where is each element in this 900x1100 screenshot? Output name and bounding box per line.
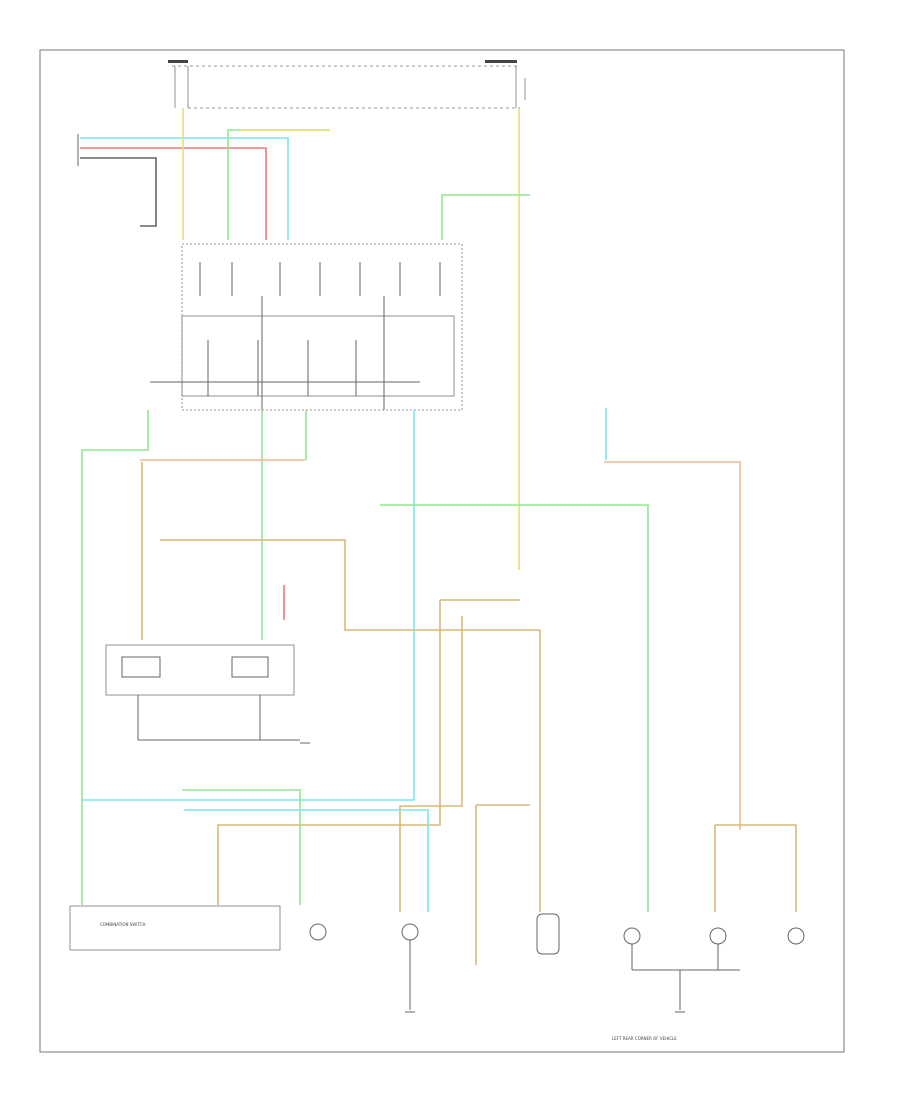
- combination-switch-label: COMBINATION SWITCH: [100, 922, 145, 927]
- combination-switch: COMBINATION SWITCH: [69, 905, 281, 951]
- ground-symbols: [300, 742, 685, 1013]
- front-lamp-modules: [105, 644, 300, 741]
- hazard-switch-block: [150, 243, 463, 411]
- wire-tan-low: [399, 616, 463, 912]
- wire-green-low: [182, 789, 301, 905]
- wire-cyan-low: [184, 809, 429, 912]
- wire-tan-cross: [160, 539, 540, 631]
- rear-lamps: [309, 913, 805, 1010]
- wire-green-top: [227, 129, 330, 240]
- wire-cyan-right: [82, 410, 415, 801]
- wire-tan-mid: [217, 599, 520, 905]
- wire-tan-center: [475, 804, 530, 965]
- wire-orange-right: [604, 461, 741, 830]
- left-rear-corner-note: LEFT REAR CORNER OF VEHICLE: [612, 1036, 677, 1041]
- wire-green-left: [81, 410, 149, 905]
- fuse-box-top: [168, 60, 526, 109]
- wire-green-right: [380, 504, 649, 912]
- wire-tan-right: [714, 824, 797, 912]
- electronic-module-left: [77, 134, 289, 240]
- diagram-frame: [39, 49, 845, 1053]
- wire-green-right-top: [441, 194, 530, 240]
